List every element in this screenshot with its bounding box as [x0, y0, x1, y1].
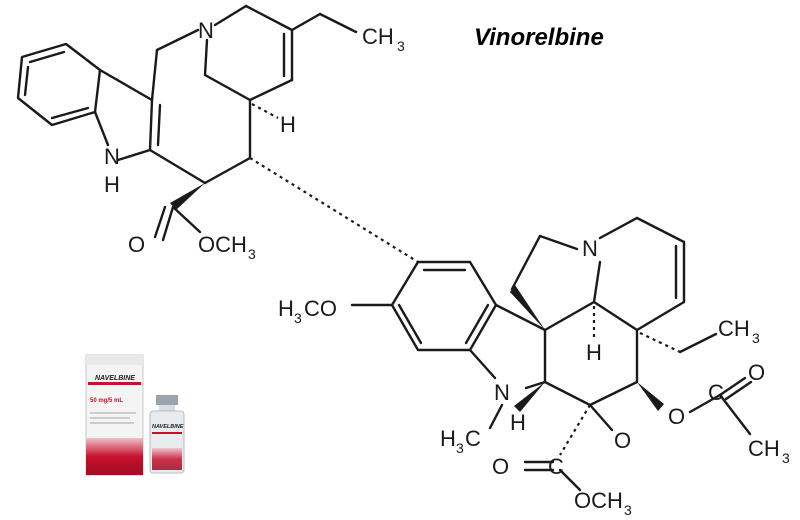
- atom-ch3-top: CH: [362, 24, 394, 49]
- atom-o-acetate: O: [668, 404, 685, 429]
- atom-h3co-h: H: [278, 296, 294, 321]
- lower-ring-system: [350, 216, 753, 492]
- atom-h-right-mid: H: [586, 340, 602, 365]
- atom-ch3-right-sub: 3: [752, 330, 760, 346]
- atom-och3-lower-sub: 3: [624, 502, 632, 518]
- product-vial-brand: NAVELBINE: [152, 424, 184, 430]
- atom-n-top: N: [198, 18, 214, 43]
- atom-nh-n: N: [104, 144, 120, 169]
- atom-ester-och3: OCH: [198, 232, 247, 257]
- upper-ring-system: [16, 4, 358, 242]
- benzene-ring-upper: [16, 42, 102, 127]
- compound-title: Vinorelbine: [474, 24, 604, 51]
- atom-nh-h: H: [104, 172, 120, 197]
- atom-h-upper: H: [280, 112, 296, 137]
- atom-h3c-lower-c: C: [465, 426, 481, 451]
- atom-h3co-sub: 3: [294, 310, 302, 326]
- atom-och3-lower: OCH: [574, 488, 623, 513]
- benzene-ring-lower: [390, 260, 498, 352]
- product-box-dose: 50 mg/5 mL: [90, 398, 123, 404]
- connecting-bond: [249, 157, 419, 263]
- atom-n-right: N: [582, 236, 598, 261]
- product-vial-cap: [156, 395, 178, 405]
- atom-o-acetate-dbl: O: [748, 360, 765, 385]
- atom-c-ester: C: [548, 454, 564, 479]
- product-photo: NAVELBINE 50 mg/5 mL NAVELBINE: [85, 354, 185, 476]
- atom-c-acetate: C: [708, 380, 724, 405]
- atom-o-ester-left: O: [492, 454, 509, 479]
- atom-ch3-top-sub: 3: [397, 38, 405, 54]
- atom-h3c-lower-sub: 3: [456, 440, 464, 456]
- atom-n-lower: N: [494, 380, 510, 405]
- atom-ch3-acetate: CH: [748, 436, 780, 461]
- product-box-brand: NAVELBINE: [95, 375, 135, 382]
- atom-ester-och3-sub: 3: [248, 246, 256, 262]
- atom-h3c-lower-h: H: [440, 426, 456, 451]
- atom-ch3-acetate-sub: 3: [782, 450, 790, 466]
- atom-ch3-right: CH: [718, 316, 750, 341]
- atom-o-ketone: O: [614, 428, 631, 453]
- atom-ester-o: O: [128, 232, 145, 257]
- atom-h-lower: H: [510, 410, 526, 435]
- atom-h3co-co: CO: [304, 296, 337, 321]
